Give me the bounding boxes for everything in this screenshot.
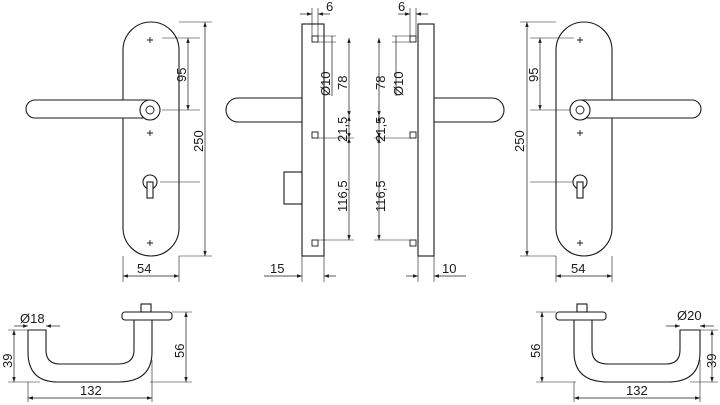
backplate	[122, 21, 180, 257]
dim-spacing-left: 95	[174, 68, 189, 82]
dim-length-lever-left: 132	[80, 383, 102, 398]
keyhole-slot-right	[576, 181, 584, 199]
dim-depth-lever-right: 39	[704, 354, 719, 368]
dim-height-lever-right: 56	[528, 344, 543, 358]
dim-lower-right: 116,5	[373, 180, 388, 212]
dim-thickness-right: 10	[442, 261, 456, 276]
dim-upper-right: 78	[373, 76, 388, 90]
lever-u-left	[27, 319, 153, 383]
dim-spacing-right: 95	[526, 68, 541, 82]
dim-height-lever-left: 56	[172, 344, 187, 358]
lever-profile-right: Ø20 56 39 132	[528, 303, 719, 402]
dim-diameter-lever-left: Ø18	[20, 311, 45, 326]
side-view-left: 6 Ø10 78 21,5 116,5 15	[225, 0, 354, 282]
lever-stud-left	[140, 303, 152, 313]
dim-length-right: 250	[512, 130, 527, 152]
side-lever-left	[225, 97, 303, 123]
lever-rose-right	[569, 99, 591, 121]
dim-top-left: 6	[326, 0, 333, 14]
lever-base-right	[555, 311, 607, 321]
dim-middle-right: 21,5	[373, 117, 388, 142]
lever-profile-left: Ø18 39 56 132	[0, 303, 192, 402]
dim-depth-lever-left: 39	[0, 354, 15, 368]
lever-arm-right	[579, 99, 702, 119]
side-view-right: 6 Ø10 78 21,5 116,5 10	[373, 0, 505, 282]
side-plate-left	[301, 23, 325, 257]
dim-thickness-left: 15	[270, 261, 284, 276]
dim-diameter-lever-right: Ø20	[677, 308, 702, 323]
dim-width-right: 54	[571, 261, 585, 276]
dim-top-right: 6	[398, 0, 405, 14]
dim-upper-left: 78	[335, 76, 350, 90]
dim-width-left: 54	[137, 261, 151, 276]
lever-u-right	[573, 319, 701, 383]
lever-rose	[139, 99, 161, 121]
front-view-right: 54 95 250	[512, 21, 702, 282]
dim-diameter-right: Ø10	[391, 71, 406, 96]
keyhole-slot	[146, 181, 154, 199]
side-plate-right	[417, 23, 435, 257]
dim-length-left: 250	[191, 130, 206, 152]
backplate-right	[555, 21, 613, 257]
lever-stud-right	[576, 303, 588, 313]
front-view-left: 54 95 250	[25, 21, 212, 282]
lever-base-left	[121, 311, 173, 321]
lever-arm	[25, 99, 151, 119]
side-cylinder-left	[283, 171, 303, 205]
dim-diameter-left: Ø10	[318, 71, 333, 96]
dim-lower-left: 116,5	[335, 180, 350, 212]
dim-length-lever-right: 132	[626, 383, 648, 398]
dim-middle-left: 21,5	[335, 117, 350, 142]
side-lever-right	[433, 97, 505, 123]
